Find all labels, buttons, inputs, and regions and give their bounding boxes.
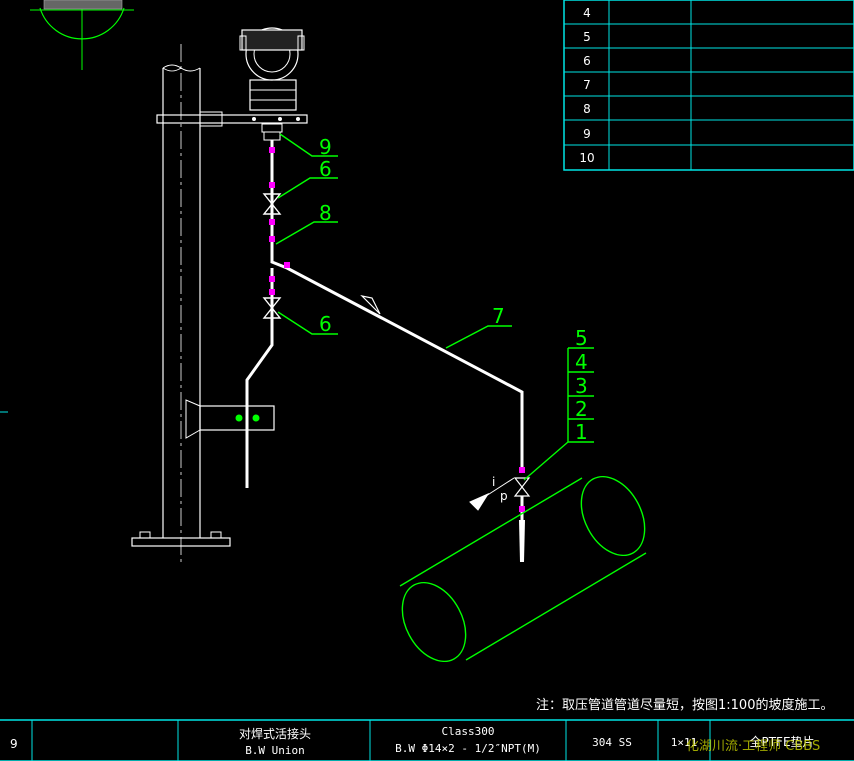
slope-arrow-icon [360, 295, 381, 315]
bom-spec-line2: B.W Φ14×2 - 1/2″NPT(M) [395, 742, 541, 755]
revision-table: 4 5 6 7 8 9 10 [563, 0, 854, 171]
rev-row-9: 9 [583, 127, 591, 141]
rev-row-5: 5 [583, 30, 591, 44]
process-pipe [399, 475, 647, 663]
valve-lower-icon [262, 297, 282, 319]
rev-row-10: 10 [579, 151, 594, 165]
bom-remark: 全PTFE垫片 [749, 734, 814, 749]
label-stack-3: 3 [575, 374, 588, 398]
root-valve-icon [513, 477, 531, 497]
label-stack-2: 2 [575, 397, 588, 421]
construction-note: 注：取压管道管道尽量短，按图1:100的坡度施工。 [536, 697, 833, 713]
slope-triangle-icon [469, 492, 490, 511]
label-stack-5: 5 [575, 326, 588, 350]
rev-row-7: 7 [583, 78, 591, 92]
label-line-7: 7 [492, 304, 505, 328]
bom-item-no: 9 [10, 737, 18, 751]
tap-nozzle [519, 520, 525, 562]
pressure-transmitter [239, 27, 305, 141]
impulse-piping: i p [245, 140, 531, 562]
rev-row-8: 8 [583, 102, 591, 116]
rev-row-6: 6 [583, 54, 591, 68]
rev-row-4: 4 [583, 6, 591, 20]
bom-name-cn: 对焊式活接头 [239, 726, 311, 741]
bom-spec-line1: Class300 [442, 725, 495, 738]
slope-i: i [492, 475, 495, 489]
bom-table: 9 对焊式活接头 B.W Union Class300 B.W Φ14×2 - … [0, 719, 854, 761]
slope-p: p [500, 489, 508, 503]
label-valve-upper-6: 6 [319, 157, 332, 181]
label-union-9: 9 [319, 135, 332, 159]
bom-name-en: B.W Union [245, 744, 305, 757]
flange-symbol [30, 0, 134, 70]
bom-quantity: 1×11 [671, 736, 698, 749]
label-stack-4: 4 [575, 350, 588, 374]
support-stand [131, 44, 308, 566]
part-labels: 9 6 8 6 7 5 4 3 2 1 [275, 133, 594, 481]
label-valve-lower-6: 6 [319, 312, 332, 336]
watermark: 化湖川流·工程师 CBBS [686, 739, 820, 754]
bom-material: 304 SS [592, 736, 632, 749]
label-elbow-8: 8 [319, 201, 332, 225]
valve-upper-icon [262, 193, 282, 215]
label-stack-1: 1 [575, 420, 588, 444]
